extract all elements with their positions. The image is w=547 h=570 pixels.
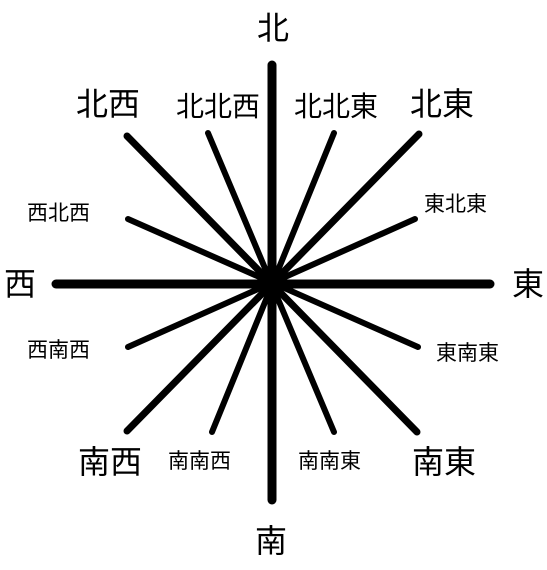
label-southwest: 南西 (78, 443, 143, 481)
label-south-southwest: 南南西 (168, 449, 231, 473)
label-east: 東 (512, 265, 545, 303)
label-west: 西 (4, 265, 37, 303)
label-north-northeast: 北北東 (294, 90, 379, 123)
center-hub (262, 274, 282, 294)
label-east-northeast: 東北東 (424, 192, 487, 216)
label-north-northwest: 北北西 (176, 90, 261, 123)
label-north: 北 (257, 9, 290, 47)
label-northwest: 北西 (76, 85, 141, 123)
label-south-southeast: 南南東 (298, 449, 361, 473)
label-west-northwest: 西北西 (27, 201, 90, 225)
label-east-southeast: 東南東 (436, 341, 499, 365)
label-south: 南 (255, 522, 288, 560)
label-southeast: 南東 (412, 443, 477, 481)
label-west-southwest: 西南西 (27, 338, 90, 362)
label-northeast: 北東 (410, 85, 475, 123)
